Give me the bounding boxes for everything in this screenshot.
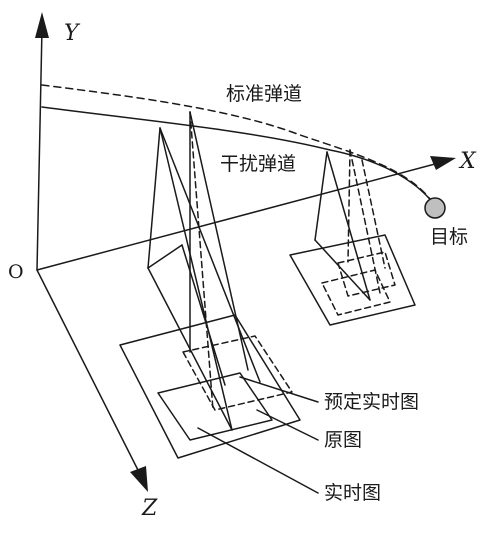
- x-axis-arrowhead: [430, 156, 456, 170]
- leader-line-reference: [256, 409, 319, 441]
- x-axis-label: X: [458, 149, 477, 174]
- projection-line: [147, 127, 161, 269]
- origin-label: O: [8, 261, 24, 283]
- x-axis: [36, 159, 451, 271]
- disturbed-trajectory-label: 干扰弹道: [220, 153, 296, 175]
- projection-line: [159, 127, 233, 431]
- projection-line: [349, 149, 381, 294]
- planned-realtime-image-label: 预定实时图: [324, 391, 419, 413]
- z-axis-arrowhead: [130, 466, 148, 492]
- planned-image-rect-small: [321, 269, 391, 316]
- realtime-image-rect-small: [337, 251, 396, 297]
- reference-image-plane-large: [119, 314, 301, 459]
- projection-line: [314, 239, 371, 301]
- leader-line-planned: [239, 376, 319, 403]
- projection-line: [147, 244, 183, 269]
- disturbed-trajectory-curve: [41, 106, 434, 204]
- projection-line: [189, 111, 214, 411]
- y-axis-label: Y: [64, 21, 81, 46]
- realtime-image-label: 实时图: [324, 482, 381, 504]
- projection-line: [361, 159, 386, 269]
- target-label: 目标: [430, 226, 468, 248]
- y-axis-arrowhead: [35, 12, 49, 38]
- target-marker: [424, 197, 446, 219]
- z-axis-label: Z: [141, 496, 158, 521]
- projection-line: [189, 111, 249, 371]
- z-axis: [36, 269, 144, 481]
- projection-line: [314, 151, 328, 241]
- standard-trajectory-label: 标准弹道: [226, 83, 302, 105]
- projection-line: [347, 149, 351, 263]
- projection-line: [181, 244, 226, 386]
- realtime-image-rect-large: [157, 372, 273, 441]
- projection-line: [159, 127, 261, 383]
- planned-image-rect-large: [182, 335, 293, 411]
- reference-image-label: 原图: [324, 429, 362, 451]
- y-axis: [36, 27, 43, 271]
- leader-line-realtime: [197, 427, 319, 494]
